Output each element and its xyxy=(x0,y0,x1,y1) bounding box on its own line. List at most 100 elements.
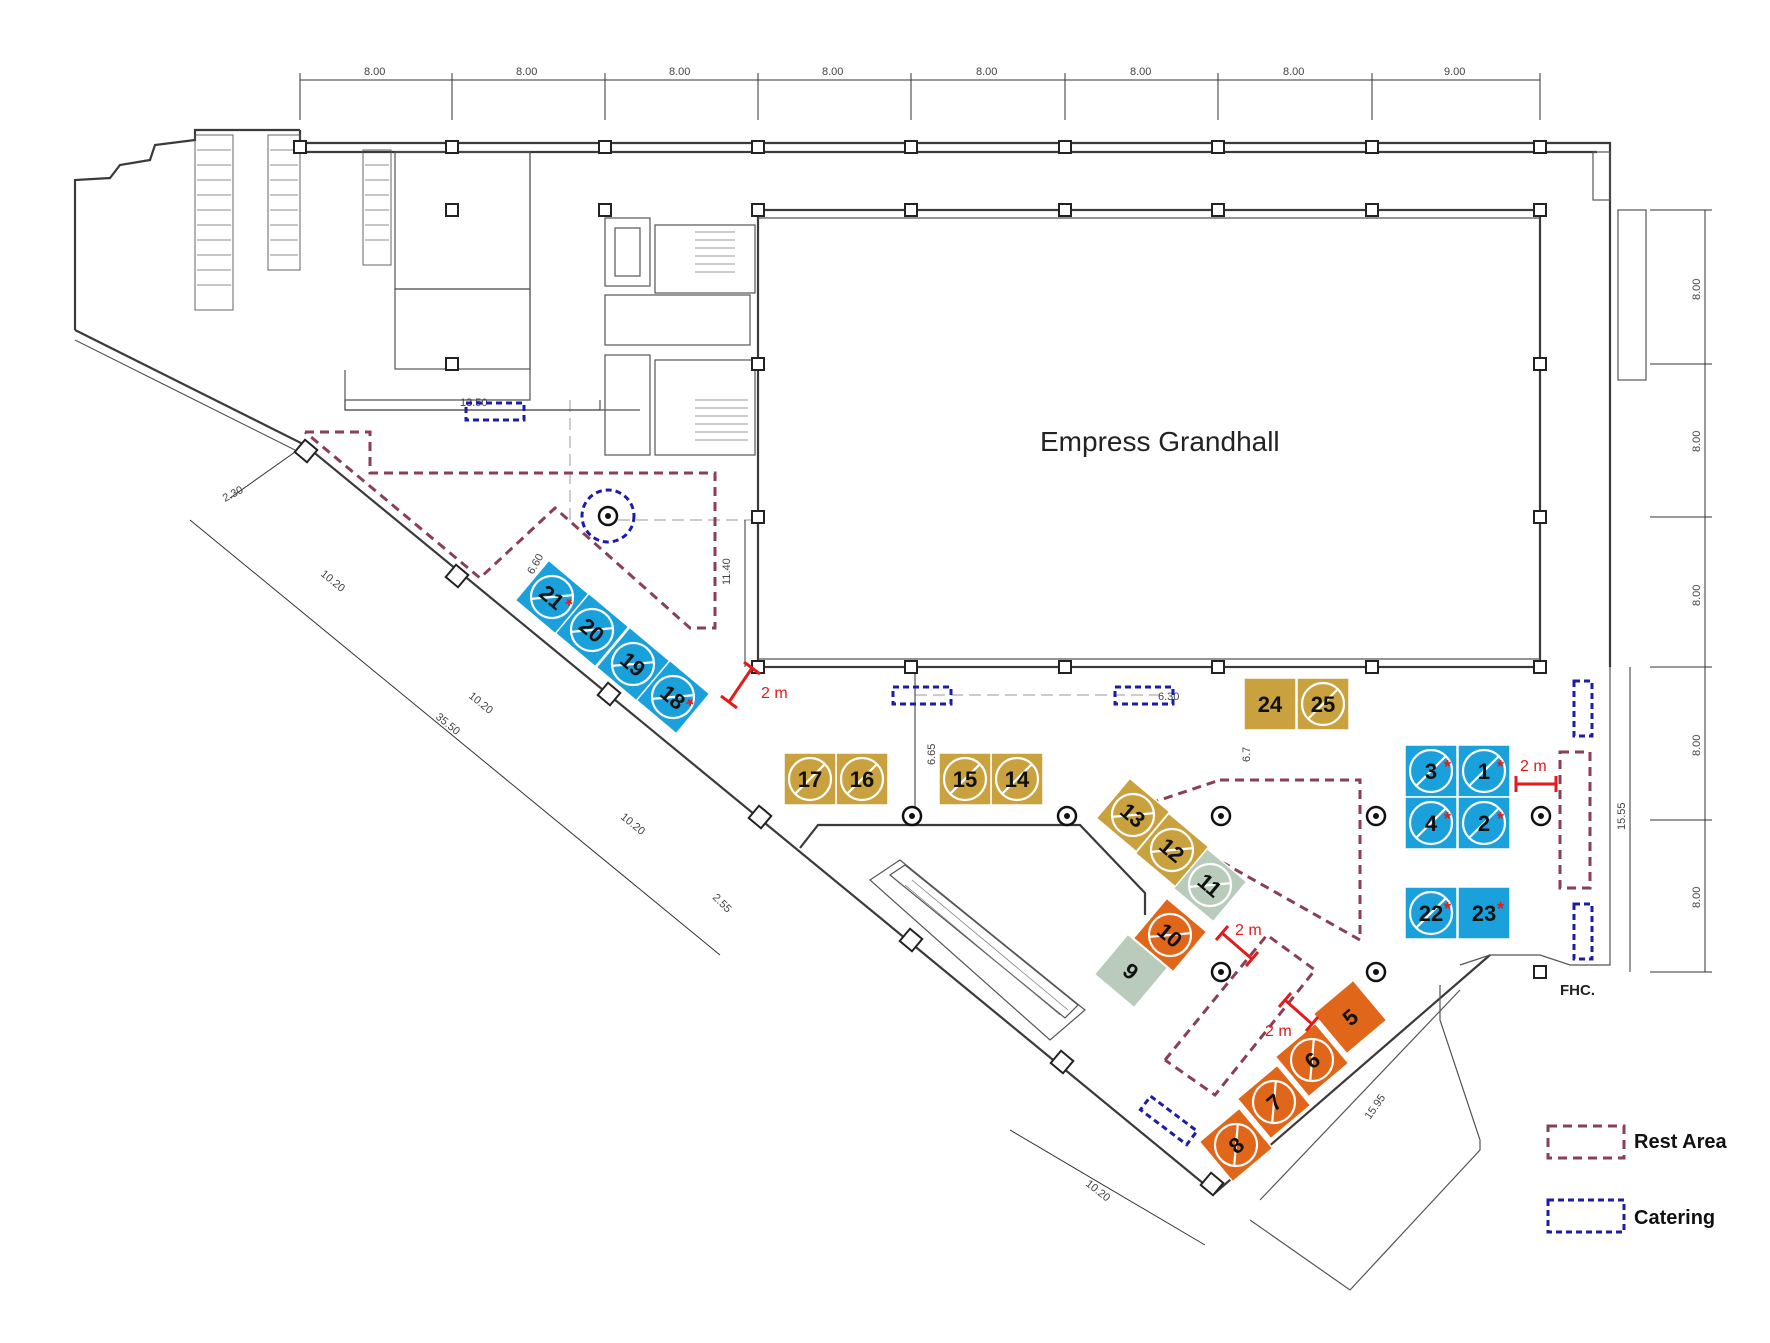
fhc-label: FHC. xyxy=(1560,982,1595,999)
booth-6-unavailable-ring xyxy=(1289,1037,1335,1083)
catering-bottom-2 xyxy=(1113,685,1175,706)
booth-19-strike xyxy=(611,661,655,667)
booth-22-unavailable-ring xyxy=(1408,890,1454,936)
booth-20-strike xyxy=(570,627,614,633)
booth-10[interactable]: 10 xyxy=(1132,897,1208,973)
booth-8[interactable]: 8 xyxy=(1198,1107,1274,1183)
booth-24-number: 24 xyxy=(1258,692,1283,717)
booth-22[interactable]: 22* xyxy=(1404,886,1458,940)
booth-22-number: 22 xyxy=(1419,901,1443,926)
rest-area-bottom xyxy=(1163,932,1318,1098)
booth-7[interactable]: 7 xyxy=(1236,1064,1312,1140)
right-dim-1: 8.00 xyxy=(1691,279,1703,300)
legend-catering-swatch xyxy=(1546,1198,1626,1234)
booth-3-strike xyxy=(1415,755,1447,787)
booth-12-strike xyxy=(1150,847,1194,853)
rest-areas xyxy=(304,430,1592,1098)
rest-area-center xyxy=(1126,778,1362,943)
booth-13-strike xyxy=(1111,812,1155,818)
booth-11-strike xyxy=(1188,882,1232,888)
booth-4[interactable]: 4* xyxy=(1404,796,1458,850)
top-dim-5: 8.00 xyxy=(976,66,997,78)
booth-14[interactable]: 14 xyxy=(990,752,1044,806)
booth-2[interactable]: 2* xyxy=(1457,796,1511,850)
booth-3[interactable]: 3* xyxy=(1404,744,1458,798)
legend-rest-label: Rest Area xyxy=(1634,1131,1728,1153)
booth-3-star-icon: * xyxy=(1444,757,1451,777)
legend-catering-label: Catering xyxy=(1634,1207,1715,1229)
booth-19[interactable]: 19 xyxy=(595,626,671,702)
booth-22-star-icon: * xyxy=(1444,899,1451,919)
booth-3-unavailable-ring xyxy=(1408,748,1454,794)
booth-16-unavailable-ring xyxy=(839,756,885,802)
catering-right-bottom xyxy=(1572,902,1594,961)
booth-23-star-icon: * xyxy=(1497,899,1504,919)
booth-25-number: 25 xyxy=(1311,692,1335,717)
dim-6-65: 6.65 xyxy=(926,744,938,765)
booth-21[interactable]: 21* xyxy=(514,559,590,635)
dim-35-50: 35.50 xyxy=(433,711,462,738)
booth-7-unavailable-ring xyxy=(1251,1079,1297,1125)
booth-16[interactable]: 16 xyxy=(835,752,889,806)
booth-6[interactable]: 6 xyxy=(1274,1022,1350,1098)
booth-8-unavailable-ring xyxy=(1213,1122,1259,1168)
top-dim-2: 8.00 xyxy=(516,66,537,78)
booth-1-number: 1 xyxy=(1478,759,1490,784)
booth-layer: 1*2*3*4*56789101112131415161718*192021*2… xyxy=(514,559,1511,1183)
gap-marker-1: 2 m xyxy=(1514,758,1558,792)
booth-15-strike xyxy=(949,763,981,795)
gap-markers: 2 m 2 m 2 m 2 m xyxy=(720,660,1558,1040)
booth-15[interactable]: 15 xyxy=(938,752,992,806)
dim-15-55: 15.55 xyxy=(1616,802,1628,830)
booth-4-unavailable-ring xyxy=(1408,800,1454,846)
gap-label-5: 2 m xyxy=(1265,1023,1292,1040)
gap-marker-18: 2 m xyxy=(720,660,788,710)
legend: Rest Area Catering xyxy=(1546,1124,1728,1234)
top-dim-1: 8.00 xyxy=(364,66,385,78)
booth-2-number: 2 xyxy=(1478,811,1490,836)
right-dim-5: 8.00 xyxy=(1691,887,1703,908)
right-dim-4: 8.00 xyxy=(1691,735,1703,756)
gap-label-18: 2 m xyxy=(761,685,788,702)
booth-1-strike xyxy=(1468,755,1500,787)
booth-13[interactable]: 13 xyxy=(1095,777,1171,853)
booth-14-unavailable-ring xyxy=(994,756,1040,802)
gap-label-1: 2 m xyxy=(1520,758,1547,775)
dim-15-95: 15.95 xyxy=(1363,1092,1389,1121)
gap-label-10: 2 m xyxy=(1235,922,1262,939)
booth-6-strike xyxy=(1309,1038,1315,1082)
catering-diagonal xyxy=(1138,1094,1200,1147)
dim-10-20-a: 10.20 xyxy=(318,568,347,595)
booth-1-star-icon: * xyxy=(1497,757,1504,777)
fhc-marker xyxy=(1533,965,1547,979)
top-dim-7: 8.00 xyxy=(1283,66,1304,78)
booth-2-star-icon: * xyxy=(1497,809,1504,829)
booth-21-strike xyxy=(530,594,574,600)
booth-10-strike xyxy=(1148,932,1192,938)
booth-17[interactable]: 17 xyxy=(783,752,837,806)
booth-5[interactable]: 5 xyxy=(1312,979,1388,1055)
booth-1[interactable]: 1* xyxy=(1457,744,1511,798)
booth-14-strike xyxy=(1001,763,1033,795)
booth-4-star-icon: * xyxy=(1444,809,1451,829)
booth-3-number: 3 xyxy=(1425,759,1437,784)
booth-24[interactable]: 24 xyxy=(1243,677,1297,731)
top-dim-4: 8.00 xyxy=(822,66,843,78)
booth-23-number: 23 xyxy=(1472,901,1496,926)
catering-pillar xyxy=(580,488,636,544)
rest-area-right xyxy=(1558,750,1592,890)
booth-18-unavailable-ring xyxy=(650,674,696,720)
booth-21-unavailable-ring xyxy=(529,574,575,620)
booth-9[interactable]: 9 xyxy=(1093,933,1169,1009)
booth-15-number: 15 xyxy=(953,767,977,792)
booth-4-strike xyxy=(1415,807,1447,839)
booth-17-number: 17 xyxy=(798,767,822,792)
booth-25[interactable]: 25 xyxy=(1296,677,1350,731)
right-dimension-line: 8.00 8.00 8.00 8.00 8.00 xyxy=(1650,209,1712,973)
booth-16-number: 16 xyxy=(850,767,874,792)
dim-10-20-b: 10.20 xyxy=(466,690,495,717)
grid-lines xyxy=(569,400,1160,696)
booth-10-unavailable-ring xyxy=(1147,912,1193,958)
booth-23[interactable]: 23* xyxy=(1457,886,1511,940)
booth-25-strike xyxy=(1307,688,1339,720)
